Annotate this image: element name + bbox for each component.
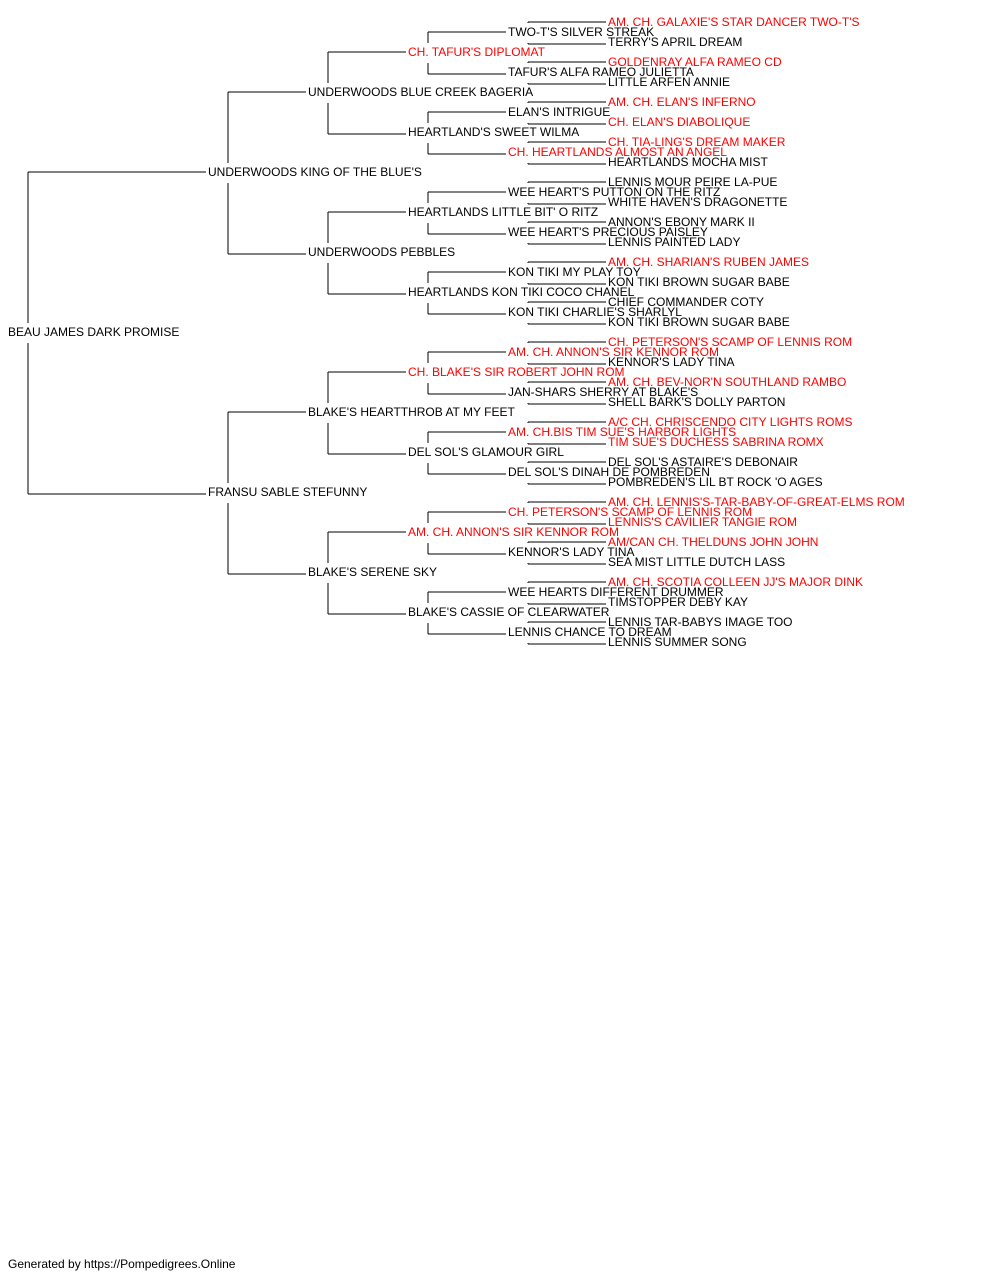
dog-name-gen5[interactable]: LENNIS MOUR PEIRE LA-PUE <box>608 175 778 189</box>
dog-name-gen4[interactable]: WEE HEARTS DIFFERENT DRUMMER <box>508 585 724 599</box>
dog-name-gen4[interactable]: DEL SOL'S DINAH DE POMBREDEN <box>508 465 710 479</box>
dog-name-gen4[interactable]: CH. PETERSON'S SCAMP OF LENNIS ROM <box>508 505 753 519</box>
dog-name-gen1[interactable]: FRANSU SABLE STEFUNNY <box>208 485 368 499</box>
dog-name-gen5[interactable]: LENNIS'S CAVILIER TANGIE ROM <box>608 515 797 529</box>
dog-name-gen3[interactable]: CH. BLAKE'S SIR ROBERT JOHN ROM <box>408 365 625 379</box>
dog-name-gen4[interactable]: AM. CH.BIS TIM SUE'S HARBOR LIGHTS <box>508 425 737 439</box>
dog-name-gen4[interactable]: KON TIKI CHARLIE'S SHARLYL <box>508 305 682 319</box>
dog-name-gen3[interactable]: HEARTLANDS KON TIKI COCO CHANEL <box>408 285 635 299</box>
dog-name-gen5[interactable]: AM. CH. SHARIAN'S RUBEN JAMES <box>608 255 809 269</box>
dog-name-gen5[interactable]: GOLDENRAY ALFA RAMEO CD <box>608 55 782 69</box>
dog-name-gen3[interactable]: DEL SOL'S GLAMOUR GIRL <box>408 445 564 459</box>
dog-name-gen5[interactable]: SEA MIST LITTLE DUTCH LASS <box>608 555 786 569</box>
dog-name-gen5[interactable]: CH. ELAN'S DIABOLIQUE <box>608 115 751 129</box>
dog-name-gen4[interactable]: TAFUR'S ALFA RAMEO JULIETTA <box>508 65 694 79</box>
dog-name-gen3[interactable]: CH. TAFUR'S DIPLOMAT <box>408 45 545 59</box>
dog-name-gen2[interactable]: UNDERWOODS BLUE CREEK BAGERIA <box>308 85 534 99</box>
dog-name-gen2[interactable]: UNDERWOODS PEBBLES <box>308 245 456 259</box>
dog-name-gen5[interactable]: A/C CH. CHRISCENDO CITY LIGHTS ROMS <box>608 415 853 429</box>
dog-name-gen5[interactable]: SHELL BARK'S DOLLY PARTON <box>608 395 786 409</box>
dog-name-gen3[interactable]: AM. CH. ANNON'S SIR KENNOR ROM <box>408 525 619 539</box>
dog-name-gen5[interactable]: AM. CH. BEV-NOR'N SOUTHLAND RAMBO <box>608 375 847 389</box>
dog-name-gen3[interactable]: BLAKE'S CASSIE OF CLEARWATER <box>408 605 610 619</box>
dog-name-gen5[interactable]: KENNOR'S LADY TINA <box>608 355 735 369</box>
dog-name-gen5[interactable]: TIMSTOPPER DEBY KAY <box>608 595 749 609</box>
dog-name-gen5[interactable]: ANNON'S EBONY MARK II <box>608 215 755 229</box>
dog-name-gen1[interactable]: UNDERWOODS KING OF THE BLUE'S <box>208 165 422 179</box>
dog-name-gen4[interactable]: JAN-SHARS SHERRY AT BLAKE'S <box>508 385 699 399</box>
dog-name-gen4[interactable]: WEE HEART'S PRECIOUS PAISLEY <box>508 225 708 239</box>
dog-name-gen5[interactable]: AM. CH. SCOTIA COLLEEN JJ'S MAJOR DINK <box>608 575 863 589</box>
dog-name-gen5[interactable]: AM. CH. GALAXIE'S STAR DANCER TWO-T'S <box>608 15 860 29</box>
dog-name-gen4[interactable]: KENNOR'S LADY TINA <box>508 545 635 559</box>
dog-name-gen2[interactable]: BLAKE'S SERENE SKY <box>308 565 438 579</box>
dog-name-gen5[interactable]: KON TIKI BROWN SUGAR BABE <box>608 315 790 329</box>
dog-name-gen5[interactable]: CH. TIA-LING'S DREAM MAKER <box>608 135 786 149</box>
dog-name-gen4[interactable]: TWO-T'S SILVER STREAK <box>508 25 655 39</box>
dog-name-gen5[interactable]: KON TIKI BROWN SUGAR BABE <box>608 275 790 289</box>
dog-name-gen4[interactable]: LENNIS CHANCE TO DREAM <box>508 625 672 639</box>
dog-name-gen4[interactable]: KON TIKI MY PLAY TOY <box>508 265 641 279</box>
dog-name-gen5[interactable]: DEL SOL'S ASTAIRE'S DEBONAIR <box>608 455 798 469</box>
dog-name-gen5[interactable]: LENNIS PAINTED LADY <box>608 235 741 249</box>
dog-name-gen3[interactable]: HEARTLANDS LITTLE BIT' O RITZ <box>408 205 599 219</box>
dog-name-gen2[interactable]: BLAKE'S HEARTTHROB AT MY FEET <box>308 405 515 419</box>
footer-credit: Generated by https://Pompedigrees.Online <box>8 1257 236 1271</box>
dog-name-gen4[interactable]: AM. CH. ANNON'S SIR KENNOR ROM <box>508 345 719 359</box>
dog-name-gen5[interactable]: HEARTLANDS MOCHA MIST <box>608 155 768 169</box>
dog-name-gen4[interactable]: WEE HEART'S PUTTON ON THE RITZ <box>508 185 721 199</box>
dog-name-gen5[interactable]: POMBREDEN'S LIL BT ROCK 'O AGES <box>608 475 823 489</box>
dog-name-gen5[interactable]: AM/CAN CH. THELDUNS JOHN JOHN <box>608 535 819 549</box>
dog-name-gen5[interactable]: WHITE HAVEN'S DRAGONETTE <box>608 195 788 209</box>
dog-name-gen5[interactable]: AM. CH. LENNIS'S-TAR-BABY-OF-GREAT-ELMS … <box>608 495 905 509</box>
dog-name-subject[interactable]: BEAU JAMES DARK PROMISE <box>8 325 180 339</box>
dog-name-gen5[interactable]: LENNIS TAR-BABYS IMAGE TOO <box>608 615 793 629</box>
dog-name-gen5[interactable]: LITTLE ARFEN ANNIE <box>608 75 731 89</box>
dog-name-gen4[interactable]: CH. HEARTLANDS ALMOST AN ANGEL <box>508 145 727 159</box>
dog-name-gen4[interactable]: ELAN'S INTRIGUE <box>508 105 611 119</box>
dog-name-gen5[interactable]: AM. CH. ELAN'S INFERNO <box>608 95 756 109</box>
dog-name-gen5[interactable]: LENNIS SUMMER SONG <box>608 635 747 649</box>
dog-name-gen5[interactable]: CHIEF COMMANDER COTY <box>608 295 764 309</box>
dog-name-gen3[interactable]: HEARTLAND'S SWEET WILMA <box>408 125 580 139</box>
dog-name-gen5[interactable]: CH. PETERSON'S SCAMP OF LENNIS ROM <box>608 335 853 349</box>
dog-name-gen5[interactable]: TERRY'S APRIL DREAM <box>608 35 743 49</box>
dog-name-gen5[interactable]: TIM SUE'S DUCHESS SABRINA ROMX <box>608 435 824 449</box>
